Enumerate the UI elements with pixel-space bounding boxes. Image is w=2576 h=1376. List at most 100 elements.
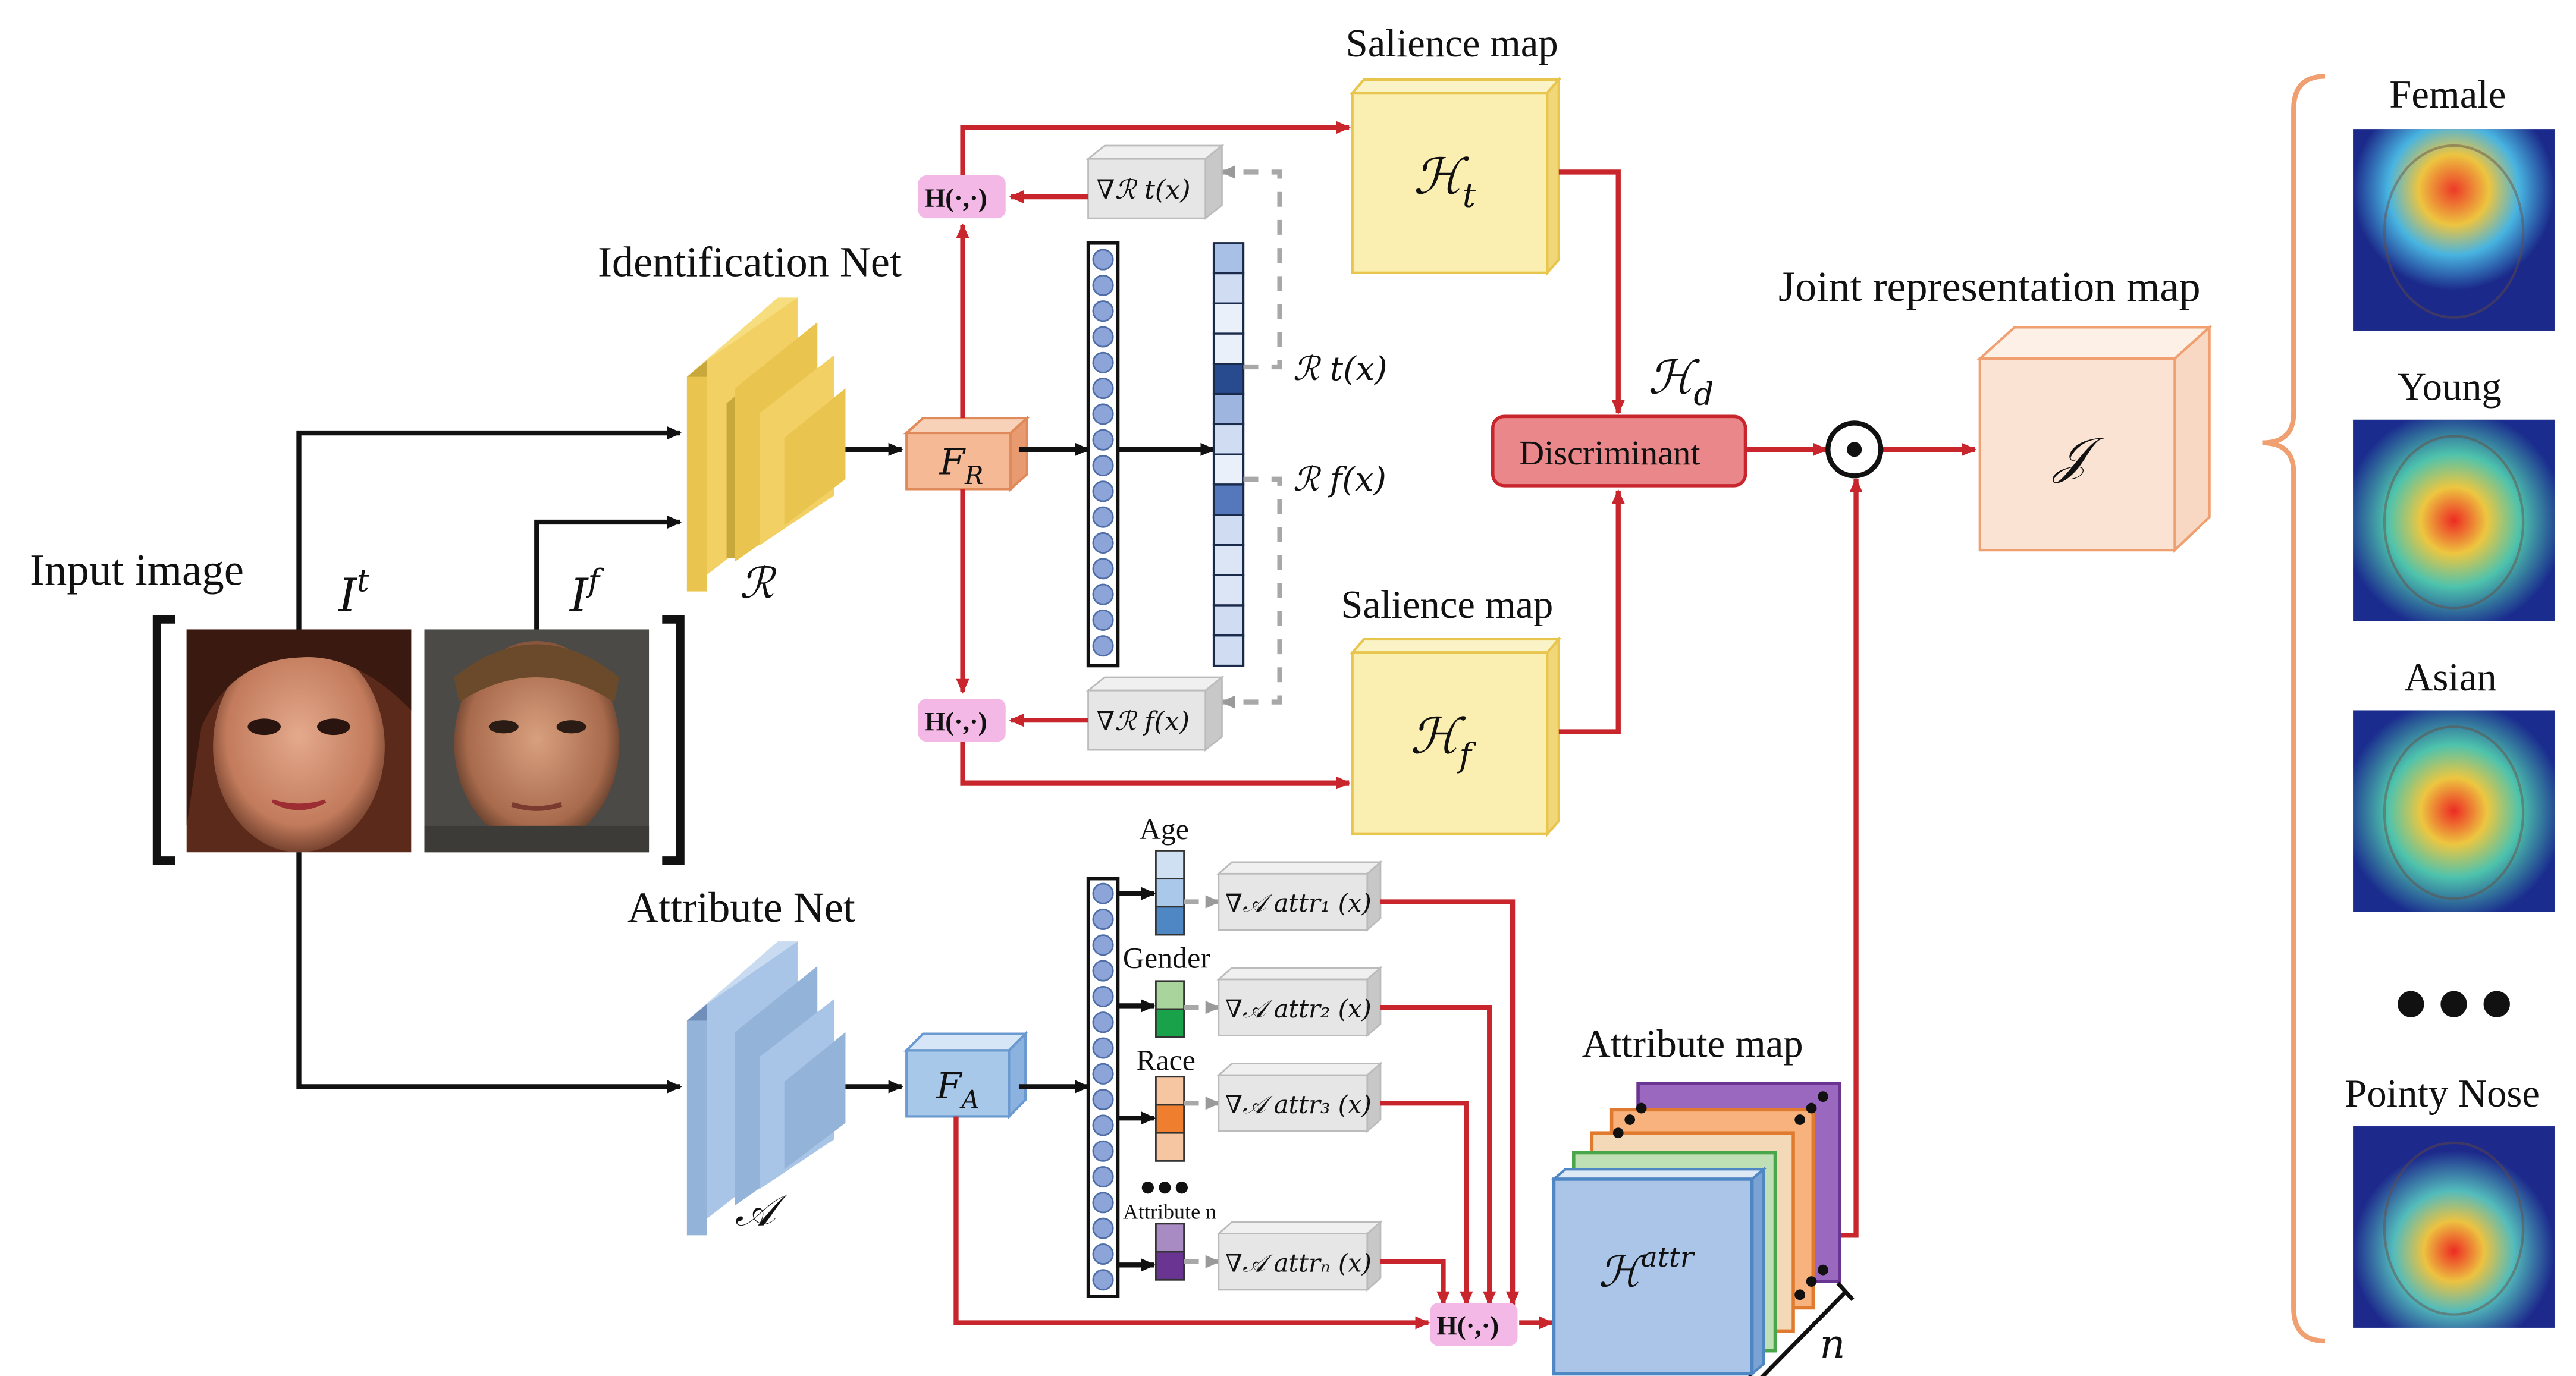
feature-node [1092, 1269, 1114, 1291]
feature-extractor-FR: FR [903, 415, 1031, 492]
output-cell [1212, 272, 1245, 304]
attribute-gradient-label: ∇𝒜 attr₁ (x) [1225, 888, 1372, 918]
svg-text:H(·,·): H(·,·) [1436, 1311, 1499, 1340]
joint-map-label: Joint representation map [1778, 263, 2201, 310]
gradient-dashed-links [1220, 165, 1282, 709]
svg-text:n: n [1819, 1321, 1845, 1367]
output-cell [1212, 514, 1245, 546]
right-bracket [662, 615, 685, 865]
red-connectors-id [956, 121, 1351, 790]
feature-vector-attr [1086, 877, 1120, 1298]
attribute-gradient-box [1218, 1233, 1369, 1291]
attribute-net-label: Attribute Net [627, 884, 855, 931]
attribute-cell [1155, 1076, 1185, 1106]
identification-net: Identification Net ℛ [598, 238, 902, 608]
elementwise-product-node [1825, 420, 1884, 479]
feature-node [1092, 454, 1114, 477]
attribute-map-label: Attribute map [1582, 1022, 1803, 1066]
svg-text:H(·,·): H(·,·) [925, 706, 987, 736]
feature-node [1092, 532, 1114, 554]
discriminant-block: Discriminant [1491, 414, 1747, 488]
attribute-head: Race∇𝒜 attr₃ (x) [1118, 1044, 1383, 1162]
output-cell [1212, 363, 1245, 395]
symbol-H-d: ℋd [1648, 351, 1714, 412]
feature-node [1092, 300, 1114, 322]
label-R-t: ℛ t(x) [1293, 350, 1388, 388]
heatmap-output: Pointy Nose [2345, 1072, 2555, 1328]
heatmap-output: Asian [2353, 656, 2555, 912]
grad-box-R-t: ∇ℛ t(x) [1085, 144, 1225, 221]
label-R-f: ℛ f(x) [1293, 460, 1386, 499]
salience-map-Hf: ℋf [1350, 636, 1562, 838]
attribute-cell [1155, 1104, 1185, 1134]
identification-net-block [686, 297, 846, 592]
output-cell [1212, 574, 1245, 607]
attribute-map-stack: ℋattr n [1550, 1082, 1855, 1376]
attribute-cell [1155, 878, 1185, 908]
output-cell [1212, 423, 1245, 455]
feature-node [1092, 429, 1114, 451]
heatmap-output: Female [2353, 73, 2555, 331]
symbol-I-f: If [569, 563, 605, 623]
red-connectors-attr [953, 899, 1554, 1330]
feature-node [1092, 1140, 1114, 1162]
feature-node [1092, 1089, 1114, 1111]
feature-node [1092, 908, 1114, 931]
svg-text:ℋattr: ℋattr [1598, 1241, 1695, 1297]
symbol-R: ℛ [740, 559, 777, 609]
heatmap-label: Young [2398, 366, 2502, 409]
heatmap-ellipsis [2398, 991, 2510, 1017]
svg-text:ℋt: ℋt [1413, 148, 1476, 215]
feature-extractor-FA: FA [903, 1031, 1029, 1120]
svg-text:Discriminant: Discriminant [1519, 433, 1700, 472]
attribute-head: Age ∇𝒜 attr₁ (x) [1118, 812, 1383, 936]
feature-node [1092, 558, 1114, 580]
feature-node [1092, 960, 1114, 982]
attribute-name: Age [1140, 812, 1189, 846]
heatmap-label: Pointy Nose [2345, 1072, 2540, 1116]
output-cell [1212, 634, 1245, 667]
attribute-map-dots [1612, 1091, 1828, 1300]
salience-map-top-label: Salience map [1346, 22, 1558, 65]
attribute-gradient-label: ∇𝒜 attr₂ (x) [1225, 994, 1372, 1023]
feature-node [1092, 1166, 1114, 1188]
feature-node [1092, 609, 1114, 631]
feature-node [1092, 1063, 1114, 1085]
attribute-head: Gender∇𝒜 attr₂ (x) [1118, 941, 1383, 1038]
h-function-mid: H(·,·) [918, 699, 1006, 742]
salience-map-Ht: ℋt [1350, 76, 1562, 277]
output-cell [1212, 332, 1245, 365]
feature-node [1092, 249, 1114, 271]
svg-text:H(·,·): H(·,·) [925, 183, 987, 213]
attribute-cell [1155, 1132, 1185, 1162]
h-function-top: H(·,·) [918, 175, 1006, 219]
feature-node [1092, 1243, 1114, 1265]
symbol-I-t: It [337, 563, 370, 623]
id-output-vector [1212, 242, 1245, 667]
feature-node [1092, 480, 1114, 502]
left-bracket [152, 615, 175, 865]
input-connectors [296, 426, 682, 1094]
attribute-heads: Age ∇𝒜 attr₁ (x) Gender∇𝒜 attr₂ (x)Race∇𝒜 … [1118, 812, 1383, 1292]
attribute-gradient-box [1218, 978, 1369, 1036]
svg-text:∇ℛ t(x): ∇ℛ t(x) [1096, 175, 1190, 205]
attribute-ellipsis: ●●● [1140, 1171, 1191, 1202]
attribute-net-block [686, 941, 846, 1236]
feature-node [1092, 1114, 1114, 1136]
attribute-gradient-label: ∇𝒜 attrₙ (x) [1225, 1248, 1372, 1277]
feature-node [1092, 583, 1114, 605]
output-cell [1212, 242, 1245, 275]
feature-node [1092, 635, 1114, 657]
output-cell [1212, 604, 1245, 637]
grad-box-R-f: ∇ℛ f(x) [1085, 676, 1225, 752]
identification-net-label: Identification Net [598, 238, 902, 285]
red-connectors-discriminant [1558, 169, 1977, 1238]
feature-node [1092, 274, 1114, 296]
output-cell [1212, 453, 1245, 486]
svg-text:FA: FA [936, 1065, 979, 1114]
feature-node [1092, 1037, 1114, 1059]
output-brace [2262, 74, 2326, 1344]
salience-map-bottom-label: Salience map [1341, 583, 1553, 627]
feature-node [1092, 985, 1114, 1007]
